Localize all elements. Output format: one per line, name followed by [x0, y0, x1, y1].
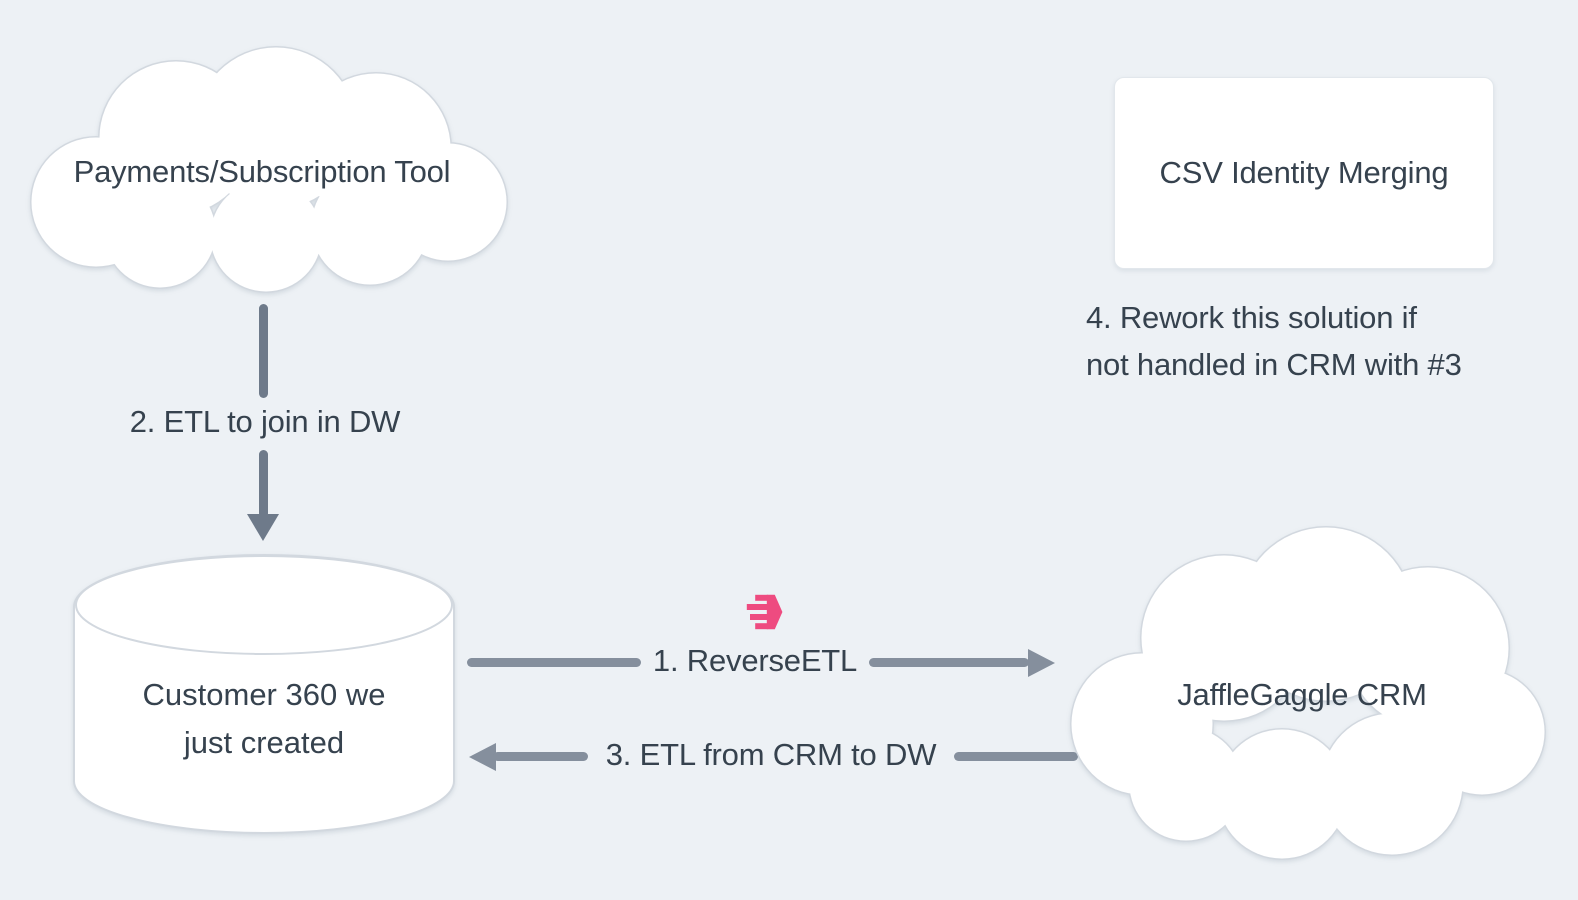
csv-identity-box-label: CSV Identity Merging — [1159, 155, 1449, 190]
hightouch-logo-icon — [744, 592, 784, 632]
cylinder-shape — [73, 554, 455, 834]
crm-cloud-label: JaffleGaggle CRM — [1177, 677, 1427, 712]
arrow-reverse-etl-segment-left — [467, 658, 641, 667]
customer-360-label: Customer 360 we just created — [72, 671, 456, 767]
arrow-etl-to-dw-segment-top — [259, 304, 268, 398]
arrow-etl-from-crm-segment-right — [954, 752, 1078, 761]
arrow-reverse-etl-segment-right — [869, 658, 1029, 667]
arrow-etl-to-dw-segment-bottom — [259, 450, 268, 518]
payments-cloud: Payments/Subscription Tool — [8, 40, 516, 295]
arrow-etl-to-dw-label: 2. ETL to join in DW — [129, 404, 401, 439]
note-rework-line2: not handled in CRM with #3 — [1086, 347, 1462, 382]
csv-identity-box: CSV Identity Merging — [1114, 77, 1494, 269]
customer-360-cylinder: Customer 360 we just created — [72, 551, 456, 837]
customer-360-label-line2: just created — [183, 725, 345, 760]
cloud-shape — [1070, 526, 1546, 860]
arrow-etl-from-crm-head-icon — [469, 743, 496, 771]
arrow-reverse-etl-head-icon — [1028, 649, 1055, 677]
note-rework: 4. Rework this solution if not handled i… — [1086, 294, 1556, 388]
arrow-etl-from-crm-segment-left — [493, 752, 588, 761]
arrow-etl-from-crm-label: 3. ETL from CRM to DW — [605, 737, 937, 772]
note-rework-line1: 4. Rework this solution if — [1086, 300, 1417, 335]
cloud-shape — [30, 46, 508, 293]
arrow-etl-to-dw-head-icon — [247, 514, 279, 541]
arrow-reverse-etl-label: 1. ReverseETL — [652, 643, 858, 678]
crm-cloud: JaffleGaggle CRM — [1056, 516, 1548, 874]
payments-cloud-label: Payments/Subscription Tool — [73, 153, 451, 189]
customer-360-label-line1: Customer 360 we — [142, 677, 386, 712]
